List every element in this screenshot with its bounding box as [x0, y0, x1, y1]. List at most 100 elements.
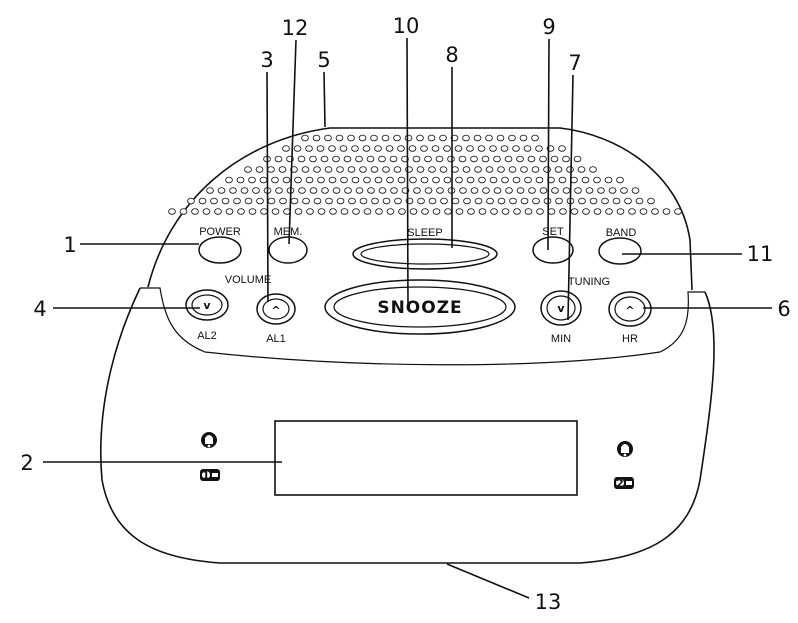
grille-dot — [439, 134, 447, 142]
grille-dot — [191, 208, 199, 215]
grille-dot — [462, 166, 471, 173]
grille-dot — [478, 208, 487, 215]
grille-dot — [412, 155, 421, 163]
grille-dot — [493, 155, 501, 163]
grille-dot — [187, 197, 195, 205]
callout-3: 3 — [260, 48, 273, 72]
grille-dot — [524, 208, 533, 215]
grille-dot — [301, 166, 310, 173]
grille-dot — [539, 187, 548, 194]
grille-dot — [248, 208, 257, 215]
grille-dot — [416, 134, 424, 142]
hr-label: HR — [622, 333, 638, 345]
grille-dot — [198, 197, 207, 205]
grille-dot — [317, 176, 325, 184]
grille-dot — [279, 197, 287, 205]
grille-dot — [631, 187, 640, 194]
grille-dot — [347, 134, 355, 142]
grille-dot — [385, 145, 394, 152]
grille-dot — [478, 176, 486, 184]
grille-dot — [393, 134, 401, 142]
grille-dot — [508, 134, 516, 142]
grille-dot — [336, 166, 344, 173]
grille-dot — [214, 208, 222, 215]
grille-dot — [329, 208, 337, 215]
grille-dot — [305, 145, 313, 152]
mem-label: MEM. — [274, 226, 303, 238]
leader-3 — [266, 71, 269, 303]
grille-dot — [248, 176, 256, 184]
set-button[interactable] — [532, 236, 574, 264]
grille-dot — [467, 208, 475, 215]
grille-dot — [531, 166, 540, 173]
grille-dot — [504, 155, 513, 163]
tuning-label: TUNING — [568, 276, 610, 288]
grille-dot — [306, 208, 314, 215]
sleep-button[interactable] — [352, 238, 498, 270]
grille-dot — [294, 176, 302, 184]
grille-dot — [481, 155, 490, 163]
callout-12: 12 — [282, 16, 309, 40]
grille-dot — [351, 176, 360, 184]
grille-dot — [363, 208, 372, 215]
grille-dot — [485, 134, 493, 142]
grille-dot — [398, 208, 406, 215]
grille-dot — [524, 176, 532, 184]
grille-dot — [294, 208, 303, 215]
grille-dot — [570, 208, 579, 215]
grille-dot — [355, 187, 364, 194]
grille-dot — [605, 208, 613, 215]
alarm1-bell-icon — [201, 432, 217, 448]
grille-dot — [432, 176, 440, 184]
grille-dot — [505, 187, 513, 194]
grille-dot — [558, 145, 566, 152]
snooze-label: SNOOZE — [377, 298, 462, 318]
grille-dot — [409, 208, 418, 215]
power-button[interactable] — [198, 236, 242, 264]
mem-button[interactable] — [268, 236, 308, 264]
grille-dot — [202, 208, 211, 215]
grille-dot — [290, 197, 299, 205]
grille-dot — [374, 176, 383, 184]
grille-dot — [278, 166, 287, 173]
grille-dot — [512, 145, 520, 152]
sleep-label: SLEEP — [407, 227, 442, 239]
grille-dot — [443, 176, 452, 184]
body-outline — [100, 287, 715, 564]
lcd-display — [274, 420, 578, 496]
snooze-button[interactable] — [324, 279, 516, 335]
grille-dot — [297, 155, 306, 163]
callout-5: 5 — [317, 48, 330, 72]
grille-dot — [485, 166, 494, 173]
grille-dot — [221, 197, 230, 205]
grille-dot — [367, 187, 375, 194]
grille-dot — [639, 208, 648, 215]
grille-dot — [585, 187, 594, 194]
band-button[interactable] — [598, 237, 642, 265]
grille-dot — [497, 197, 506, 205]
grille-dot — [593, 176, 601, 184]
hr-button-inner — [614, 296, 646, 322]
grille-dot — [628, 208, 636, 215]
min-label: MIN — [551, 333, 571, 345]
grille-dot — [520, 197, 529, 205]
grille-dot — [393, 166, 402, 173]
alarm2-badge: 2 — [616, 477, 624, 490]
grille-dot — [351, 145, 359, 152]
grille-dot — [252, 187, 260, 194]
grille-dot — [458, 155, 467, 163]
min-button-inner — [546, 295, 576, 321]
grille-dot — [344, 187, 352, 194]
grille-dot — [482, 187, 490, 194]
grille-dot — [427, 134, 436, 142]
grille-dot — [493, 187, 502, 194]
leader-5 — [323, 71, 326, 128]
grille-dot — [370, 134, 378, 142]
grille-dot — [674, 208, 682, 215]
grille-dot — [421, 208, 429, 215]
grille-dot — [217, 187, 226, 194]
speaker-grille — [168, 134, 682, 215]
grille-dot — [229, 187, 237, 194]
grille-dot — [271, 208, 280, 215]
